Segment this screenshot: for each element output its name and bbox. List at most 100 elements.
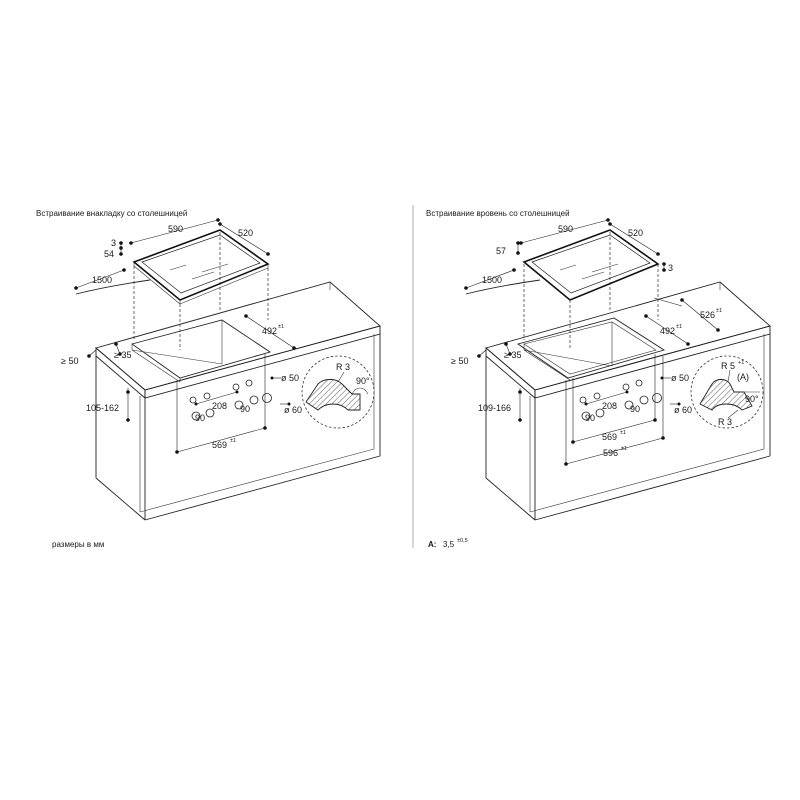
svg-text:≥ 35: ≥ 35 [504, 350, 521, 360]
knob-1 [189, 396, 197, 404]
svg-text:520: 520 [628, 228, 643, 238]
svg-text:±1: ±1 [620, 430, 626, 436]
svg-text:+1: +1 [738, 360, 744, 366]
svg-text:105-162: 105-162 [86, 403, 119, 413]
right-hob [522, 229, 660, 301]
svg-text:590: 590 [558, 224, 573, 234]
svg-text:±1: ±1 [621, 446, 627, 452]
svg-text:±1: ±1 [230, 438, 236, 444]
left-projection-lines [133, 232, 269, 350]
knob-6 [205, 408, 215, 418]
svg-text:≥ 35: ≥ 35 [114, 350, 131, 360]
svg-text:ø 60: ø 60 [284, 405, 302, 415]
right-dim-diameters: ø 50 ø 60 [660, 373, 692, 415]
knob-9 [652, 393, 662, 403]
svg-text:R 3: R 3 [336, 362, 350, 372]
svg-text:±0,5: ±0,5 [457, 538, 468, 544]
left-footnote: размеры в мм [52, 540, 104, 549]
svg-text:57: 57 [496, 246, 506, 256]
knob-5 [581, 411, 591, 421]
svg-text:208: 208 [212, 401, 227, 411]
right-footnote: A: 3,5 ±0,5 [428, 538, 468, 549]
svg-text:A:: A: [428, 540, 436, 549]
svg-text:1500: 1500 [482, 275, 502, 285]
knob-2 [203, 392, 211, 400]
svg-text:R 5: R 5 [721, 361, 735, 371]
svg-text:109-166: 109-166 [478, 403, 511, 413]
left-dim-cut-width: 569 ±1 [175, 354, 267, 454]
right-dim-outer-depth: 526 ±1 [653, 297, 722, 332]
knob-4 [635, 379, 643, 387]
svg-text:ø 50: ø 50 [281, 373, 299, 383]
svg-text:54: 54 [104, 249, 114, 259]
knob-2 [593, 392, 601, 400]
right-dim-outer-width: 596 ±1 [564, 356, 665, 466]
knob-1 [579, 396, 587, 404]
svg-text:90: 90 [195, 413, 205, 423]
right-cabinet [485, 334, 771, 521]
svg-text:526: 526 [700, 310, 715, 320]
svg-text:492: 492 [660, 326, 675, 336]
knob-3 [232, 383, 240, 391]
knob-4 [245, 379, 253, 387]
knob-8 [639, 395, 649, 405]
svg-text:90: 90 [630, 404, 640, 414]
svg-text:±1: ±1 [676, 324, 682, 330]
left-dim-height: 105-162 [86, 388, 130, 422]
left-detail-lens: R 3 90° [301, 355, 375, 429]
svg-text:R 3: R 3 [718, 417, 732, 427]
left-cable: 1500 [74, 268, 151, 295]
svg-text:520: 520 [238, 228, 253, 238]
right-dim-cut-width: 569 ±1 [571, 354, 657, 444]
right-knobs [579, 379, 662, 421]
right-dim-clearance: ≥ 50 ≥ 35 [451, 342, 521, 366]
svg-text:90°: 90° [745, 394, 759, 404]
left-dim-width: 590 [129, 218, 220, 245]
svg-text:569: 569 [212, 440, 227, 450]
left-dim-diameters: ø 50 ø 60 [270, 373, 302, 415]
svg-text:590: 590 [168, 224, 183, 234]
knob-9 [262, 393, 272, 403]
right-dim-knob-spacing: 208 90 90 [584, 390, 640, 423]
svg-text:3: 3 [668, 263, 673, 273]
svg-text:ø 50: ø 50 [671, 373, 689, 383]
svg-text:90°: 90° [356, 376, 370, 386]
svg-text:90: 90 [240, 404, 250, 414]
svg-text:ø 60: ø 60 [674, 405, 692, 415]
right-cable: 1500 [464, 268, 541, 295]
left-dim-knob-spacing: 208 90 90 [194, 390, 250, 423]
svg-text:569: 569 [602, 432, 617, 442]
left-dim-depth: 520 [218, 222, 270, 256]
knob-7 [234, 400, 244, 410]
knob-8 [249, 395, 259, 405]
left-dim-clearance: ≥ 50 ≥ 35 [61, 342, 131, 366]
right-panel: Встраивание вровень со столешницей 590 5… [426, 209, 771, 549]
svg-text:596: 596 [603, 448, 618, 458]
knob-6 [595, 408, 605, 418]
left-panel: Встраивание внакладку со столешницей 590… [36, 209, 381, 549]
svg-text:±1: ±1 [278, 324, 284, 330]
svg-text:≥ 50: ≥ 50 [61, 356, 78, 366]
svg-text:90: 90 [585, 413, 595, 423]
right-dim-thickness: 57 3 [496, 241, 673, 273]
svg-text:3,5: 3,5 [443, 540, 455, 549]
svg-text:3: 3 [111, 238, 116, 248]
knob-7 [624, 400, 634, 410]
right-detail-lens: R 5 +1 (A) 90° R 3 [690, 355, 764, 429]
left-dim-thickness: 3 54 [104, 238, 123, 259]
left-hob [132, 229, 270, 305]
right-title: Встраивание вровень со столешницей [426, 209, 570, 218]
svg-text:492: 492 [262, 326, 277, 336]
left-title: Встраивание внакладку со столешницей [36, 209, 187, 218]
svg-text:±1: ±1 [716, 308, 722, 314]
left-cabinet [95, 334, 381, 521]
svg-text:208: 208 [602, 401, 617, 411]
knob-5 [191, 411, 201, 421]
right-dim-cut-depth: 492 ±1 [644, 314, 690, 346]
right-dim-depth: 520 [608, 222, 660, 256]
knob-3 [622, 383, 630, 391]
left-dim-cut-depth: 492 ±1 [244, 314, 296, 350]
right-projection-lines [523, 232, 659, 350]
right-dim-height: 109-166 [478, 388, 522, 422]
